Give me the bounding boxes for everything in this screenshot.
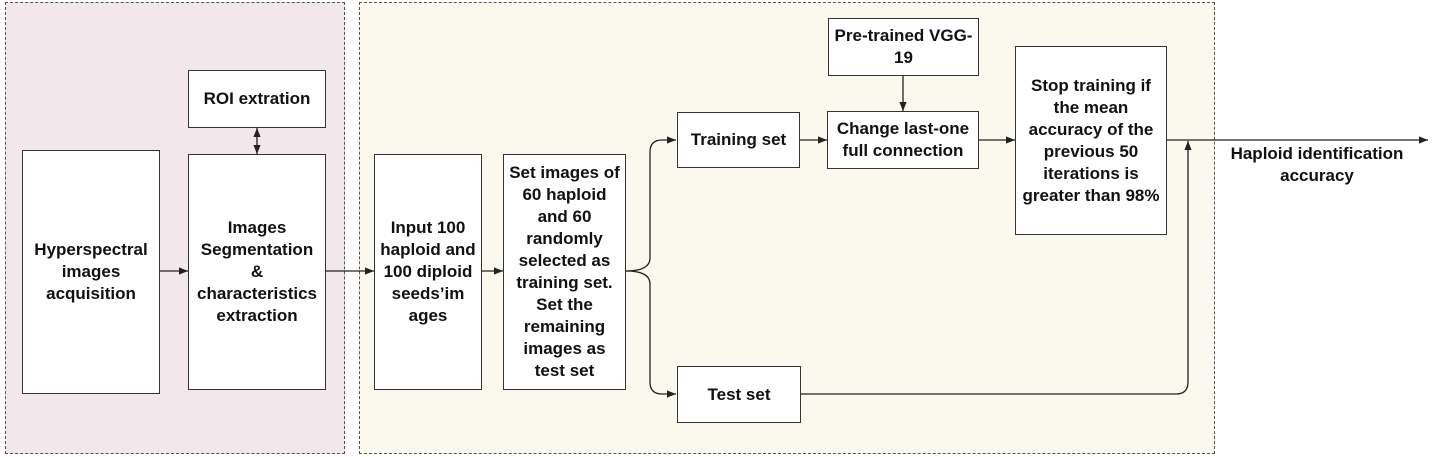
test-set-box: Test set: [677, 366, 801, 423]
output-accuracy-label: Haploid identification accuracy: [1230, 144, 1404, 185]
segmentation-box: Images Segmentation & characteristics ex…: [188, 154, 326, 390]
stop-training-box: Stop training if the mean accuracy of th…: [1015, 46, 1167, 235]
arrow-test-set-to-output: [801, 141, 1192, 395]
roi-extraction-box: ROI extration: [188, 70, 326, 128]
dataset-split-box: Set images of 60 haploid and 60 randomly…: [503, 154, 626, 390]
branch-to-training-set: [625, 136, 676, 272]
input-seeds-box: Input 100 haploid and 100 diploid seeds’…: [374, 154, 482, 390]
branch-to-test-set: [625, 270, 676, 398]
training-set-box: Training set: [677, 112, 800, 168]
hyperspectral-acquisition-box: Hyperspectral images acquisition: [22, 150, 160, 394]
change-connection-box: Change last-one full connection: [827, 111, 979, 169]
pretrained-vgg19-box: Pre-trained VGG-19: [828, 18, 979, 76]
